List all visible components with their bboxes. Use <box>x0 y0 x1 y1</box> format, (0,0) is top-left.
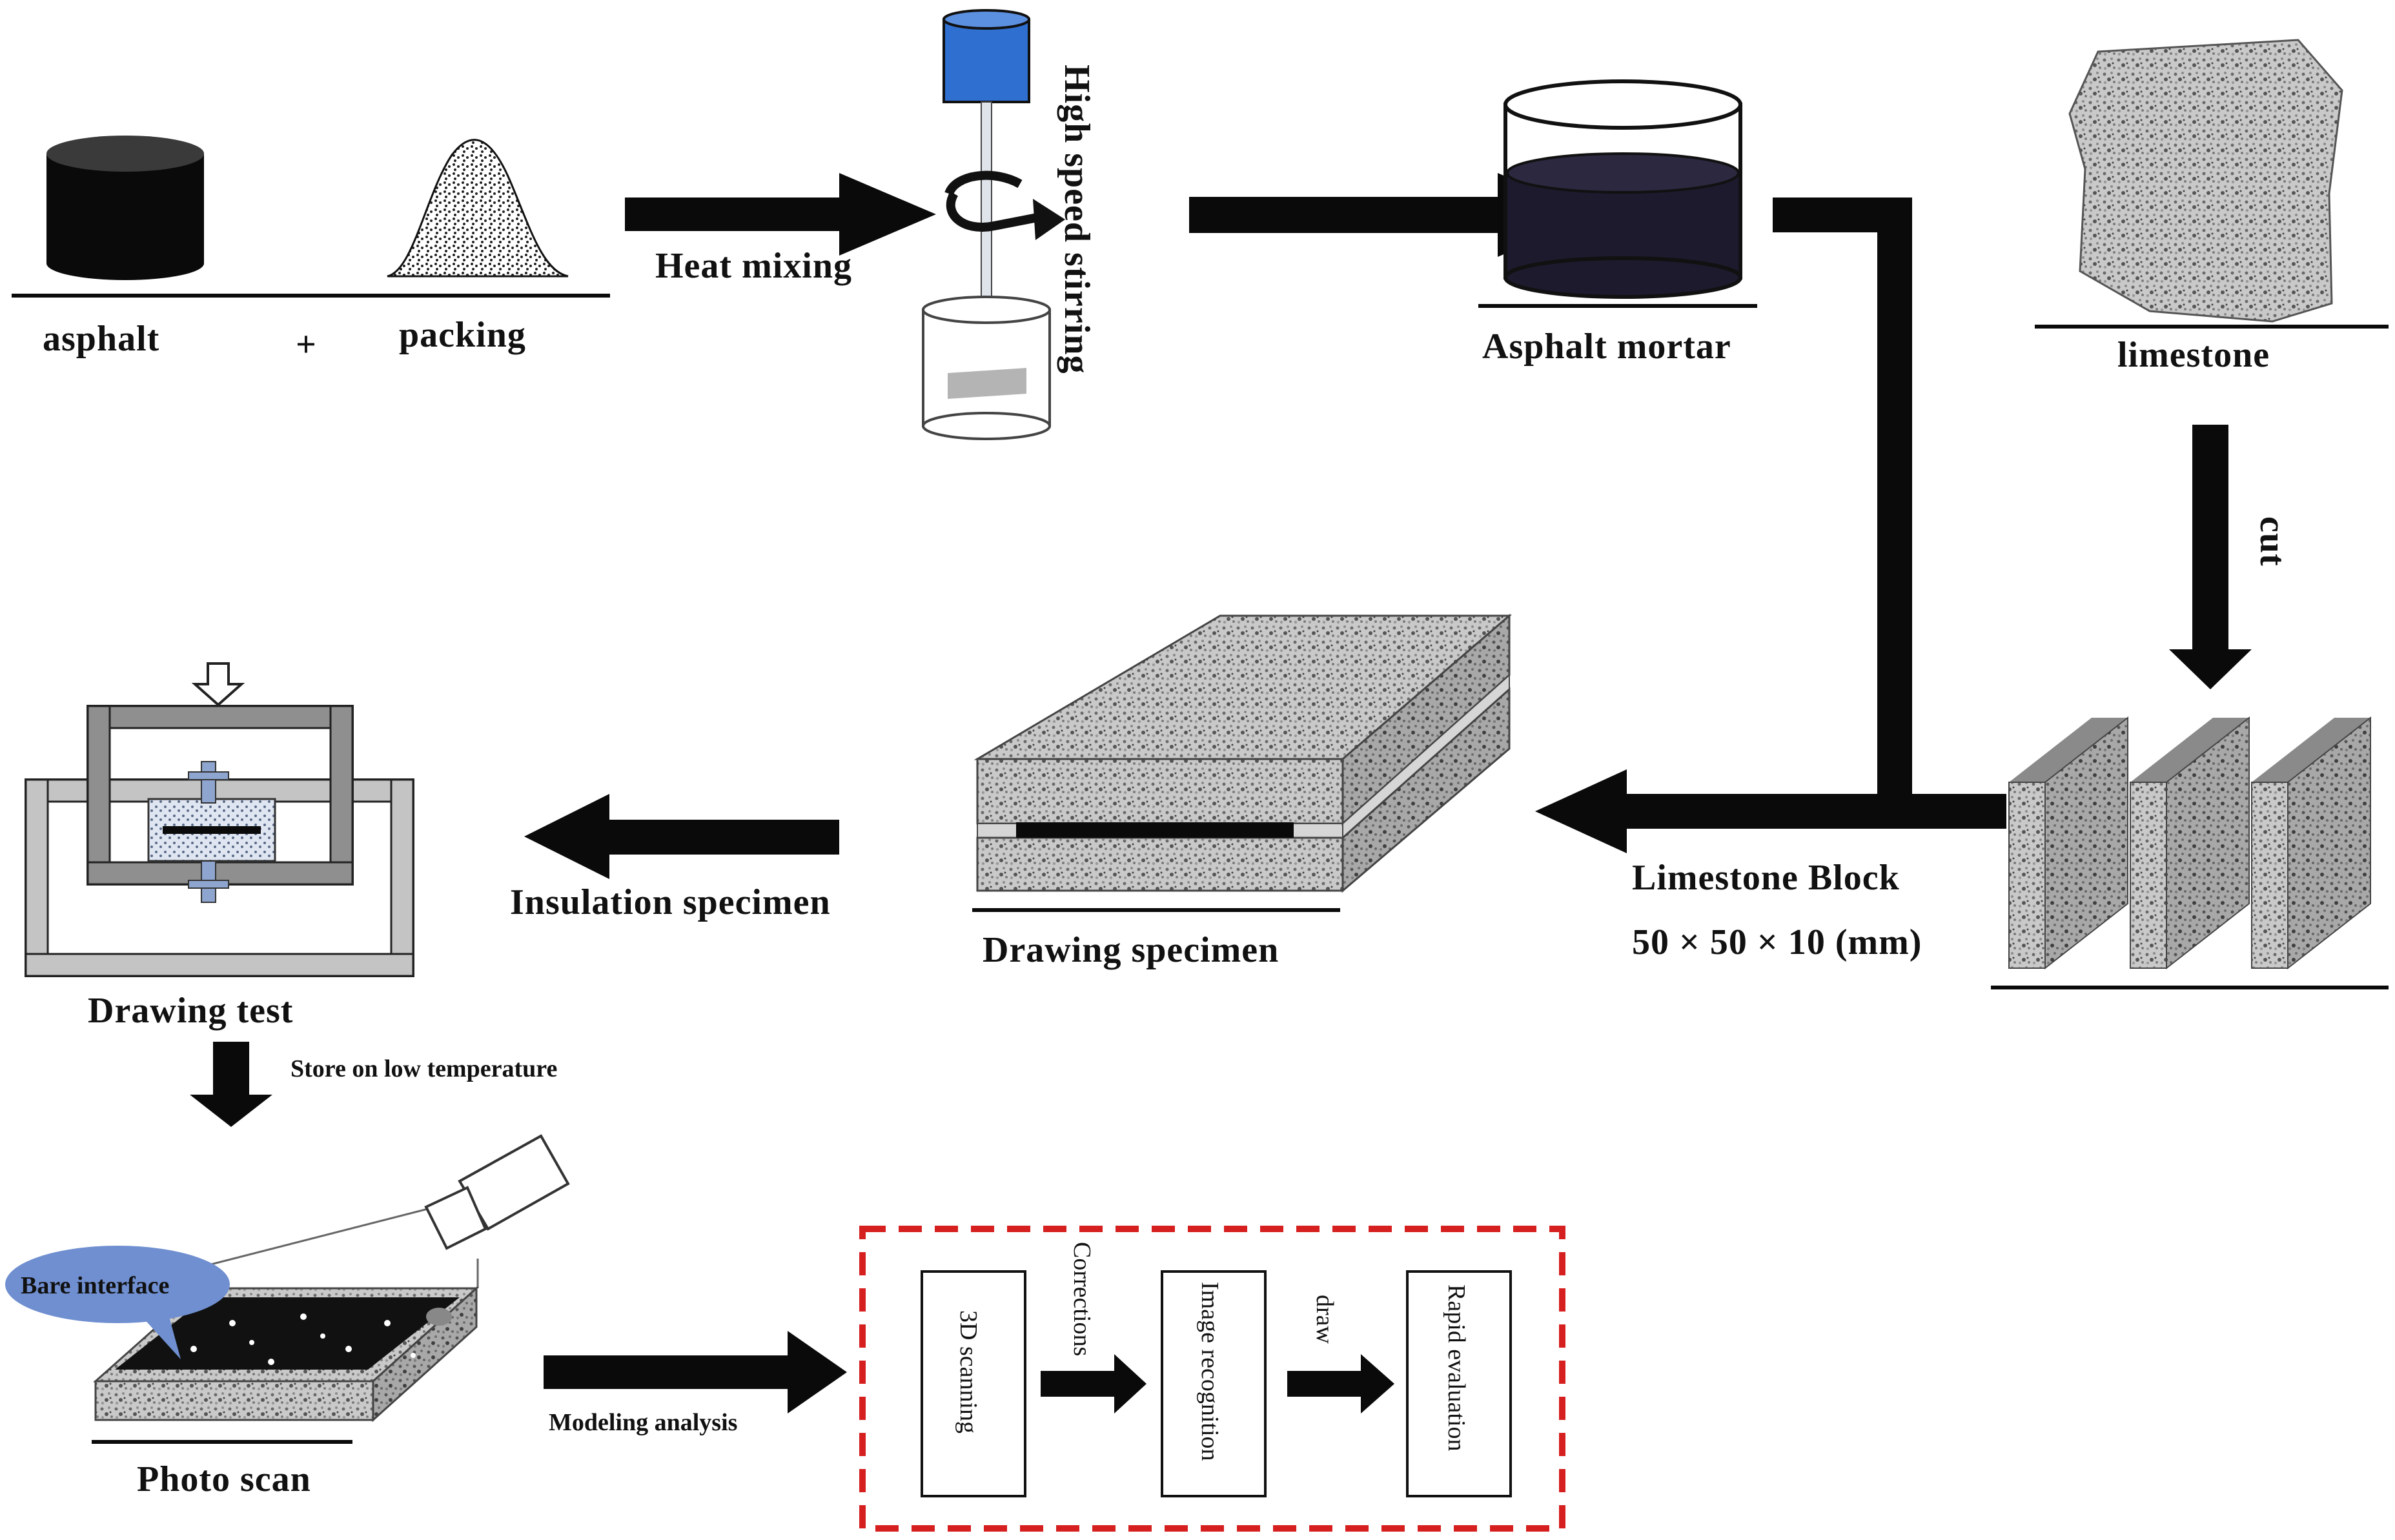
corrections-label: Corrections <box>1068 1242 1096 1356</box>
drawing-test-apparatus-icon <box>25 662 414 977</box>
bare-interface-label: Bare interface <box>21 1272 169 1299</box>
heat-mixing-label: Heat mixing <box>655 246 852 286</box>
scanning-3d-label: 3D scanning <box>955 1310 982 1434</box>
heat-mixing-arrow-icon <box>625 173 936 256</box>
plus-label: + <box>296 325 317 365</box>
scanning-3d-box <box>921 1270 1026 1497</box>
image-recognition-label: Image recognition <box>1196 1282 1223 1461</box>
cut-arrow-icon <box>2169 425 2252 689</box>
asphalt-mortar-beaker-icon <box>1503 79 1742 299</box>
limestone-blocks-icon <box>2008 716 2371 970</box>
drawing-test-label: Drawing test <box>88 991 293 1031</box>
limestone-label: limestone <box>2117 335 2270 375</box>
insulation-specimen-label: Insulation specimen <box>510 882 831 922</box>
photo-scan-slab-icon <box>93 1286 479 1423</box>
drawing-specimen-label: Drawing specimen <box>983 930 1279 970</box>
asphalt-cylinder-icon <box>46 136 204 280</box>
camera-icon <box>172 1134 570 1288</box>
rapid-evaluation-label: Rapid evaluation <box>1443 1284 1470 1452</box>
limestone-rock-icon <box>2068 39 2343 323</box>
corrections-arrow-icon <box>1041 1354 1147 1413</box>
modeling-arrow-icon <box>544 1331 847 1413</box>
to-specimen-arrow-icon <box>1535 769 2006 853</box>
modeling-analysis-label: Modeling analysis <box>549 1409 737 1436</box>
cut-label: cut <box>2252 516 2292 567</box>
store-arrow-icon <box>190 1042 272 1127</box>
packing-label: packing <box>399 315 526 355</box>
limestone-block-label: Limestone Block <box>1632 858 1900 898</box>
draw-label: draw <box>1311 1295 1338 1344</box>
bare-interface-callout <box>5 1246 230 1359</box>
asphalt-mortar-label: Asphalt mortar <box>1482 327 1731 367</box>
asphalt-label: asphalt <box>43 319 159 359</box>
block-size-label: 50 × 50 × 10 (mm) <box>1632 922 1922 962</box>
rapid-evaluation-box <box>1406 1270 1512 1497</box>
image-recognition-box <box>1161 1270 1267 1497</box>
store-low-temperature-label: Store on low temperature <box>290 1055 557 1082</box>
stirrer-icon <box>922 9 1065 440</box>
packing-pile-icon <box>387 139 569 278</box>
high-speed-stirring-label: High speed stirring <box>1057 65 1097 374</box>
draw-arrow-icon <box>1287 1354 1394 1413</box>
analysis-dashed-box <box>859 1226 1565 1532</box>
drawing-specimen-icon <box>973 613 1513 893</box>
photo-scan-label: Photo scan <box>137 1459 311 1499</box>
mortar-connector-line <box>1773 198 1912 811</box>
insulation-arrow-icon <box>524 794 839 879</box>
